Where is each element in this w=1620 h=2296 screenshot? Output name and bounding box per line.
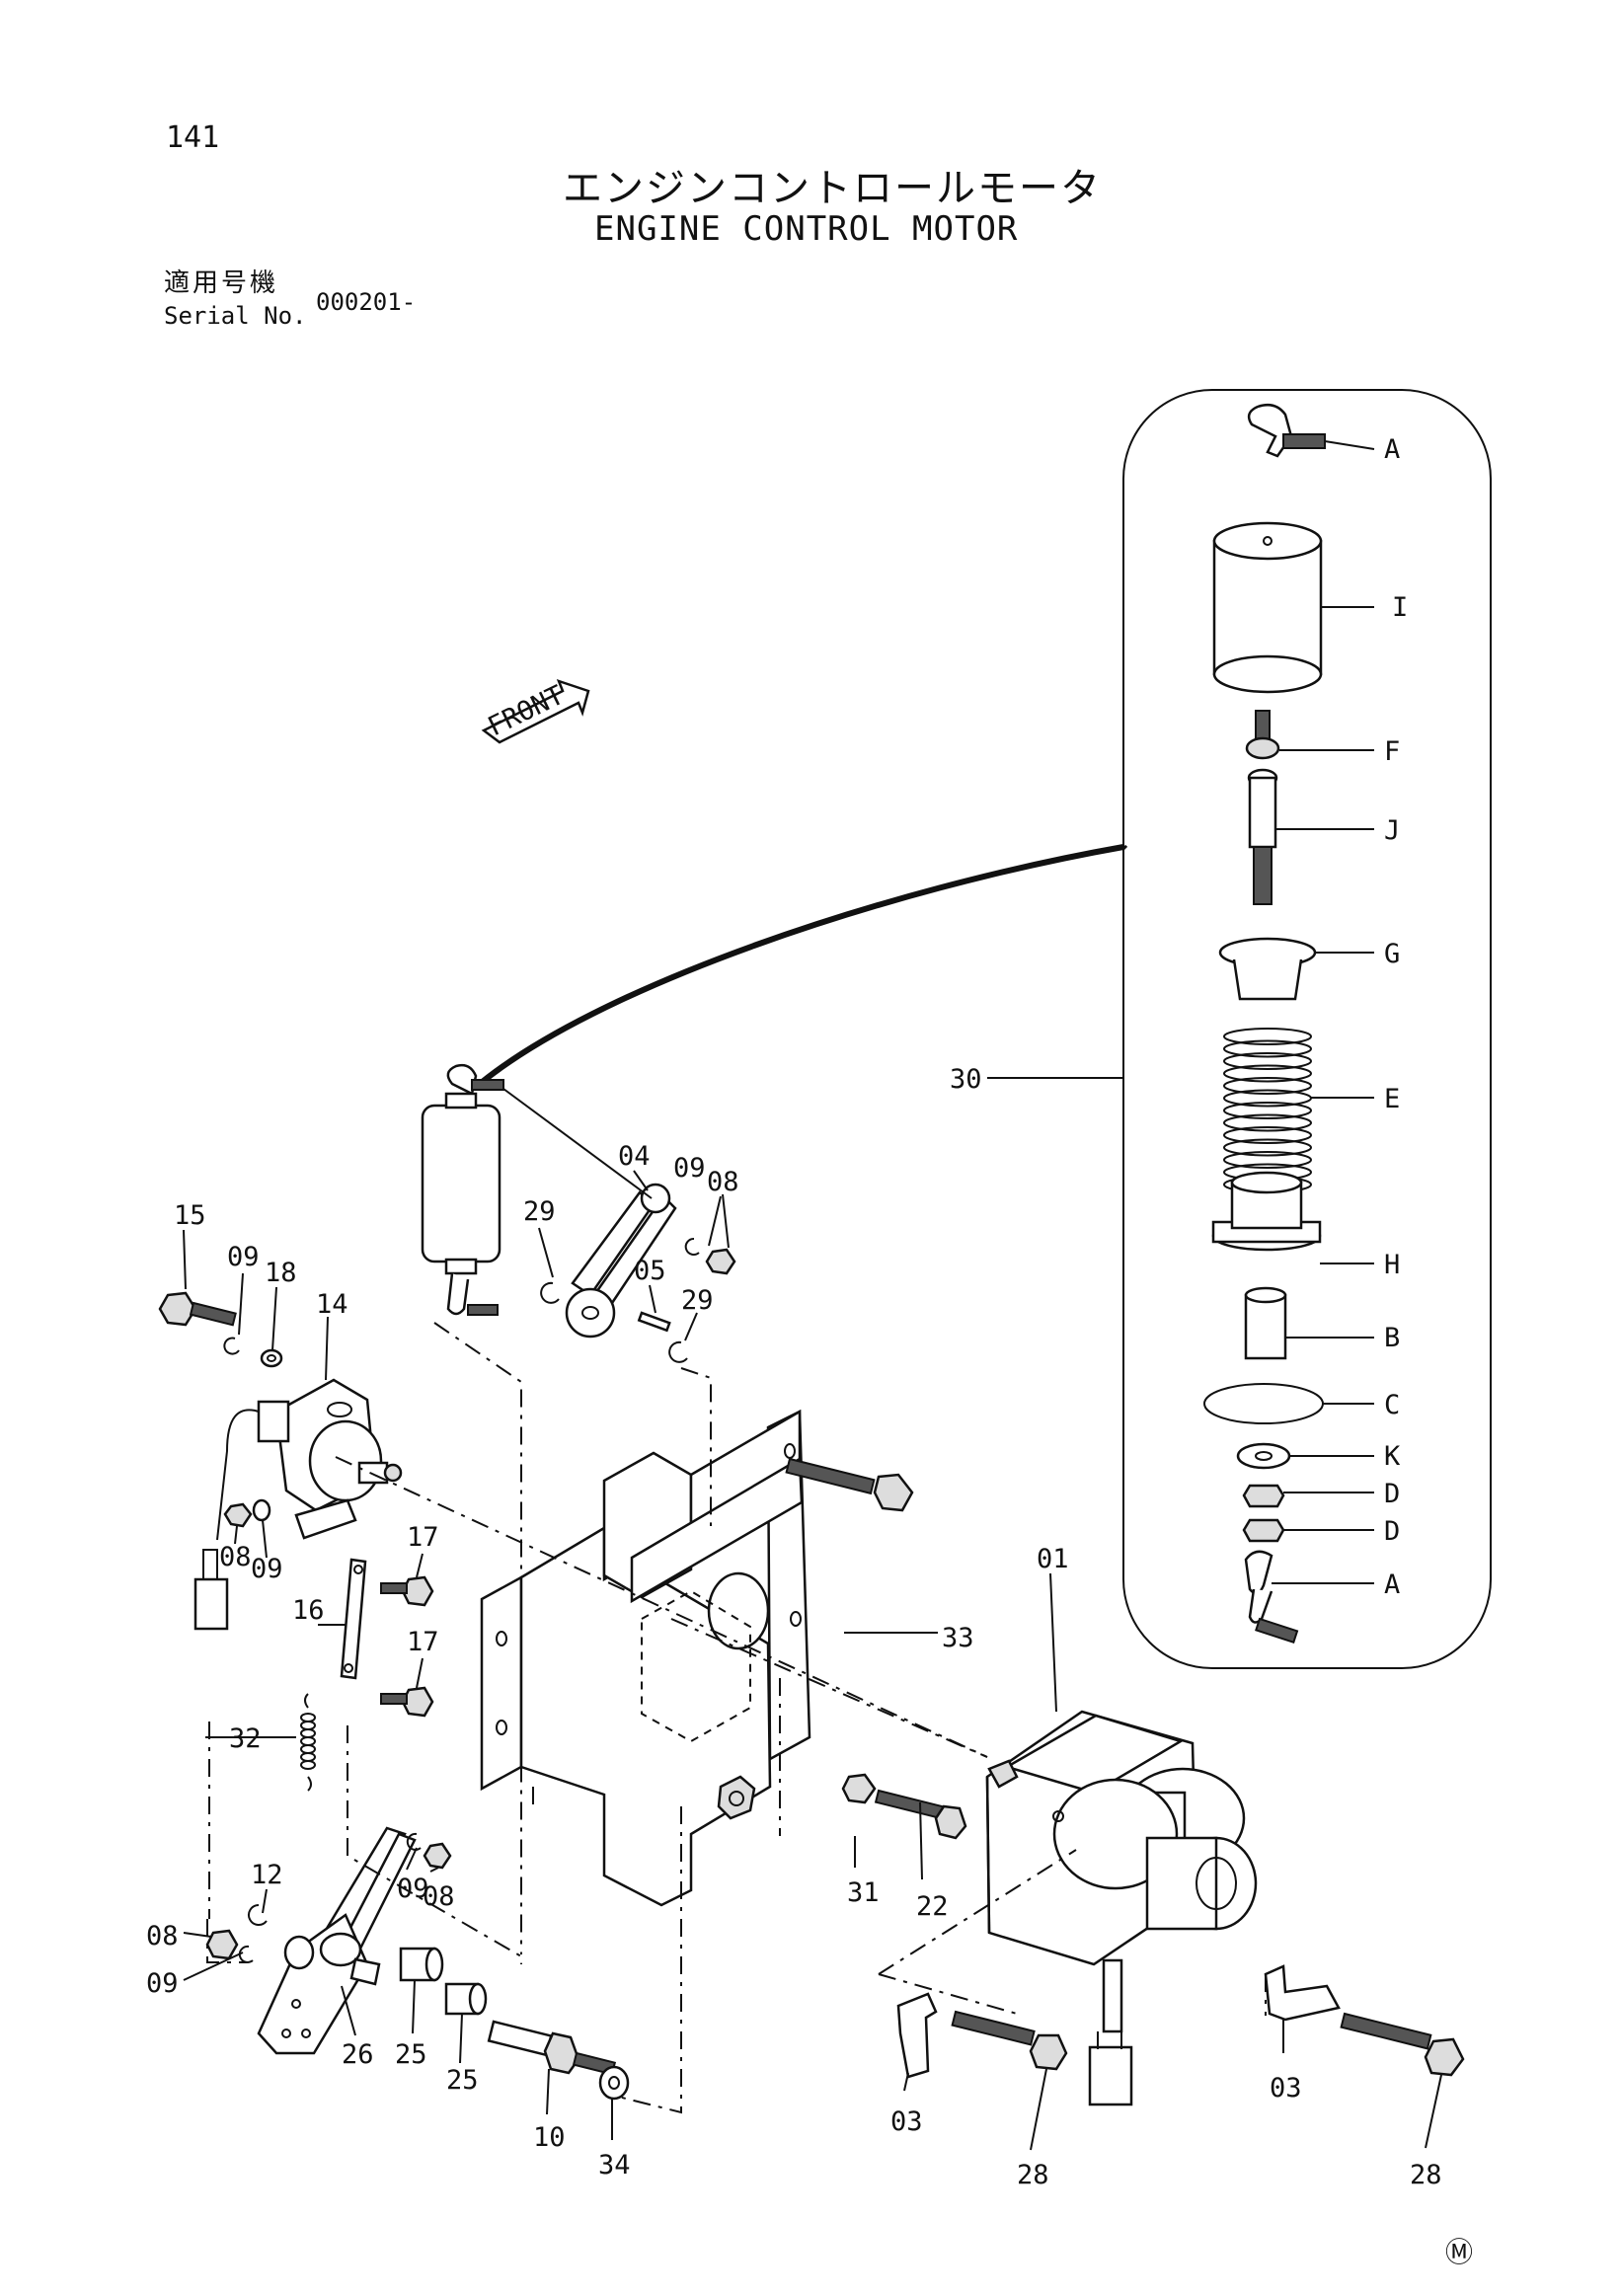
cable-actuator-drawing <box>421 1063 504 1316</box>
inset-part-j-drawing <box>1247 768 1374 905</box>
callout: A <box>1384 434 1400 465</box>
bushing-25-drawing <box>399 1947 488 2016</box>
bolt-bracket-drawing <box>785 1457 914 1512</box>
callout: H <box>1384 1250 1400 1280</box>
callout: 04 <box>618 1141 651 1172</box>
bracket-33-drawing <box>480 1409 811 1907</box>
callout: J <box>1384 815 1400 846</box>
callout: 31 <box>847 1877 880 1908</box>
callout: G <box>1384 939 1400 969</box>
callout: 32 <box>229 1723 262 1754</box>
bolt-15-drawing <box>158 1291 237 1327</box>
front-direction-marker: FRONT <box>481 678 590 744</box>
inset-part-a-bottom-drawing <box>1244 1550 1374 1645</box>
callout: 10 <box>533 2122 566 2153</box>
page-title-japanese: エンジンコントロールモータ <box>563 166 1102 211</box>
callout: 26 <box>342 2039 374 2070</box>
serial-label: Serial No. <box>164 302 307 330</box>
page-title: ENGINE CONTROL MOTOR <box>594 209 1019 249</box>
callout: 12 <box>251 1860 283 1890</box>
callout: 33 <box>942 1623 974 1653</box>
link-16-drawing <box>340 1558 367 1680</box>
footer-mark: Ⓜ <box>1445 2236 1474 2268</box>
callout: 03 <box>890 2106 923 2137</box>
callout-labels: 01 03 03 04 05 08 08 08 08 09 09 09 09 0… <box>146 1064 1442 2190</box>
callout: 25 <box>446 2065 479 2096</box>
callout: 18 <box>265 1258 297 1288</box>
sensor-14-drawing <box>193 1378 403 1631</box>
spring-32-drawing <box>300 1693 316 1792</box>
callout: 22 <box>916 1891 949 1922</box>
inset-part-c-drawing <box>1203 1383 1374 1424</box>
callout: 08 <box>707 1167 739 1197</box>
callout: 25 <box>395 2039 427 2070</box>
callout: B <box>1384 1323 1400 1353</box>
front-marker-label: FRONT <box>483 680 569 742</box>
callout: 34 <box>598 2150 631 2181</box>
page-number: 141 <box>166 120 220 155</box>
callout: 28 <box>1410 2160 1442 2190</box>
callout: 08 <box>423 1881 455 1912</box>
inset-callout-labels: A I F J G E H B C K D D A <box>1384 434 1408 1600</box>
serial-number-value: 000201- <box>316 288 417 316</box>
inset-part-i-drawing <box>1212 521 1374 694</box>
callout: E <box>1384 1084 1400 1114</box>
callout: C <box>1384 1390 1400 1420</box>
callout: 09 <box>146 1968 179 1999</box>
callout: 08 <box>219 1542 252 1572</box>
inset-part-f-drawing <box>1245 710 1374 760</box>
inset-part-b-drawing <box>1244 1286 1374 1360</box>
inset-part-d-drawing <box>1242 1484 1374 1543</box>
callout: 28 <box>1017 2160 1049 2190</box>
callout: K <box>1384 1441 1401 1472</box>
callout: 08 <box>146 1921 179 1952</box>
callout: I <box>1392 592 1408 623</box>
control-cable <box>472 844 1124 1092</box>
callout: 17 <box>407 1522 439 1553</box>
engine-control-motor-01-drawing <box>985 1710 1258 2106</box>
inset-part-e-drawing <box>1223 1028 1312 1193</box>
callout: D <box>1384 1516 1400 1547</box>
callout: D <box>1384 1479 1400 1509</box>
inset-frame <box>1122 389 1492 1669</box>
callout: 01 <box>1037 1544 1069 1574</box>
callout: 14 <box>316 1289 348 1320</box>
callout: 09 <box>251 1554 283 1584</box>
lever-26-drawing <box>257 1826 417 2055</box>
callout: 09 <box>673 1153 706 1184</box>
callout: 03 <box>1270 2073 1302 2104</box>
inset-part-a-top-drawing <box>1247 404 1375 458</box>
inset-part-k-drawing <box>1236 1442 1374 1470</box>
callout: F <box>1384 736 1400 767</box>
callout: 05 <box>634 1256 666 1286</box>
serial-label-japanese: 適用号機 <box>164 268 279 298</box>
bolt-10-drawing <box>487 2020 617 2076</box>
inset-part-h-drawing <box>1211 1171 1374 1264</box>
callout: 29 <box>523 1196 556 1227</box>
cable-sheath <box>1120 844 1128 852</box>
bracket-03-right-drawing <box>1264 1964 1341 2022</box>
callout: 17 <box>407 1627 439 1657</box>
callout: 15 <box>174 1200 206 1231</box>
callout: 09 <box>227 1242 260 1272</box>
callout: A <box>1384 1569 1400 1600</box>
callout: 09 <box>397 1874 429 1904</box>
callout: 30 <box>950 1064 982 1095</box>
lever-04-drawing <box>502 1088 677 1339</box>
callout: 16 <box>292 1595 325 1626</box>
bracket-03-left-drawing <box>896 1992 938 2079</box>
callout: 29 <box>681 1285 714 1316</box>
inset-part-g-drawing <box>1218 937 1374 1001</box>
washer-34-drawing <box>598 2065 630 2101</box>
